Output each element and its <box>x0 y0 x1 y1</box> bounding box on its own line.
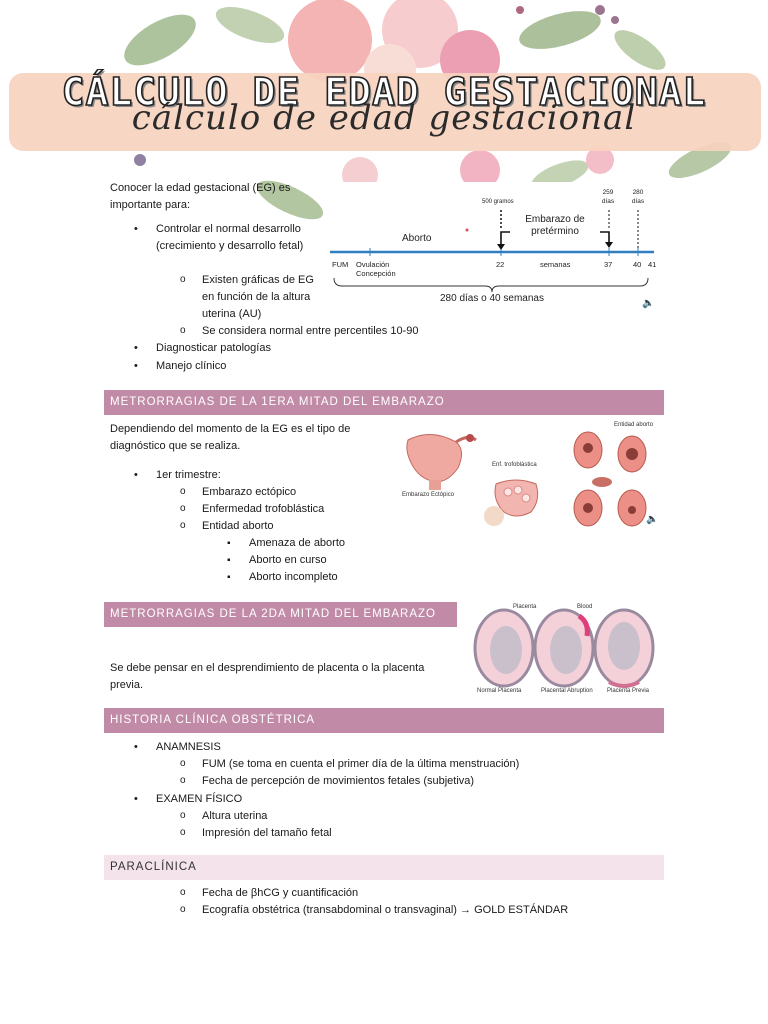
timeline-label-37: 37 <box>604 260 613 269</box>
page-title: CÁLCULO DE EDAD GESTACIONAL <box>61 69 707 115</box>
img-label-blood: Blood <box>577 604 593 610</box>
intro-subitem: Existen gráficas de EG en función de la … <box>180 271 322 323</box>
section4-item: Ecografía obstétrica (transabdominal o t… <box>180 901 642 919</box>
uterus-illustrations <box>406 431 647 527</box>
gestation-timeline-figure: FUM Ovulación Concepción Aborto 500 gram… <box>330 182 658 314</box>
timeline-label-259: 259 días <box>601 189 615 205</box>
section3-subitem: FUM (se toma en cuenta el primer día de … <box>180 755 602 773</box>
section1-item: Entidad aborto <box>180 517 382 535</box>
intro-item: Diagnosticar patologías <box>134 340 356 357</box>
section3-subitem: Fecha de percepción de movimientos fetal… <box>180 772 602 790</box>
section1-item: Enfermedad trofoblástica <box>180 500 382 518</box>
speaker-icon: 🔈 <box>642 298 655 309</box>
section1-subitem: Aborto en curso <box>227 552 399 569</box>
timeline-label-fum: FUM <box>332 260 349 269</box>
timeline-label-ovulacion: Ovulación <box>356 260 390 269</box>
timeline-label-22: 22 <box>496 260 505 269</box>
timeline-graphic <box>330 210 654 293</box>
section1-subitem: Aborto incompleto <box>227 569 399 586</box>
timeline-label-total: 280 días o 40 semanas <box>440 293 544 304</box>
timeline-label-280: 280 días <box>631 189 645 205</box>
img-label-placenta: Placenta <box>513 604 537 610</box>
section3-item: EXAMEN FÍSICO <box>134 791 456 808</box>
timeline-label-41: 41 <box>648 260 657 269</box>
intro-item: Controlar el normal desarrollo (crecimie… <box>134 221 326 255</box>
intro-subitem: Se considera normal entre percentiles 10… <box>180 322 462 340</box>
intro-text: Conocer la edad gestacional (EG) es impo… <box>110 182 291 211</box>
section-header-3: HISTORIA CLÍNICA OBSTÉTRICA <box>104 708 664 733</box>
speaker-icon: 🔈 <box>646 514 659 525</box>
abortion-types-illustration: Embarazo Ectópico Enf. trofoblástica Ent… <box>396 420 660 536</box>
img-label-abruption: Placental Abruption <box>541 688 593 694</box>
section4-item: Fecha de βhCG y cuantificación <box>180 884 602 902</box>
section1-trimestre: 1er trimestre: <box>134 467 306 484</box>
section3-subitem: Impresión del tamaño fetal <box>180 824 502 842</box>
page-script-title: cálculo de edad gestacional <box>131 98 637 138</box>
section1-text: Dependiendo del momento de la EG es el t… <box>110 423 351 452</box>
img-label-entidad: Entidad aborto <box>614 422 654 428</box>
title-band <box>9 73 761 151</box>
timeline-label-concepcion: Concepción <box>356 269 396 278</box>
timeline-label-40: 40 <box>633 260 642 269</box>
timeline-label-gramos: 500 gramos <box>482 199 514 205</box>
img-label-normal: Normal Placenta <box>477 688 522 694</box>
section3-item: ANAMNESIS <box>134 739 456 756</box>
section-header-1: METRORRAGIAS DE LA 1ERA MITAD DEL EMBARA… <box>104 390 664 415</box>
section1-subitem: Amenaza de aborto <box>227 535 399 552</box>
section1-item: Embarazo ectópico <box>180 483 382 501</box>
placenta-illustration: Normal Placenta Placental Abruption Plac… <box>469 604 659 696</box>
img-label-previa: Placenta Previa <box>607 688 650 694</box>
section2-text: Se debe pensar en el desprendimiento de … <box>110 662 425 691</box>
section-header-4: PARACLÍNICA <box>104 855 664 880</box>
timeline-label-semanas: semanas <box>540 260 571 269</box>
timeline-label-aborto: Aborto <box>402 233 432 244</box>
section-header-2: METRORRAGIAS DE LA 2DA MITAD DEL EMBARAZ… <box>104 602 457 627</box>
img-label-ectopico: Embarazo Ectópico <box>402 492 455 498</box>
section3-subitem: Altura uterina <box>180 807 502 825</box>
img-label-trofo: Enf. trofoblástica <box>492 462 537 468</box>
intro-item: Manejo clínico <box>134 358 356 375</box>
placenta-graphic <box>473 608 655 688</box>
timeline-label-pretermino: Embarazo de pretérmino <box>525 214 585 237</box>
